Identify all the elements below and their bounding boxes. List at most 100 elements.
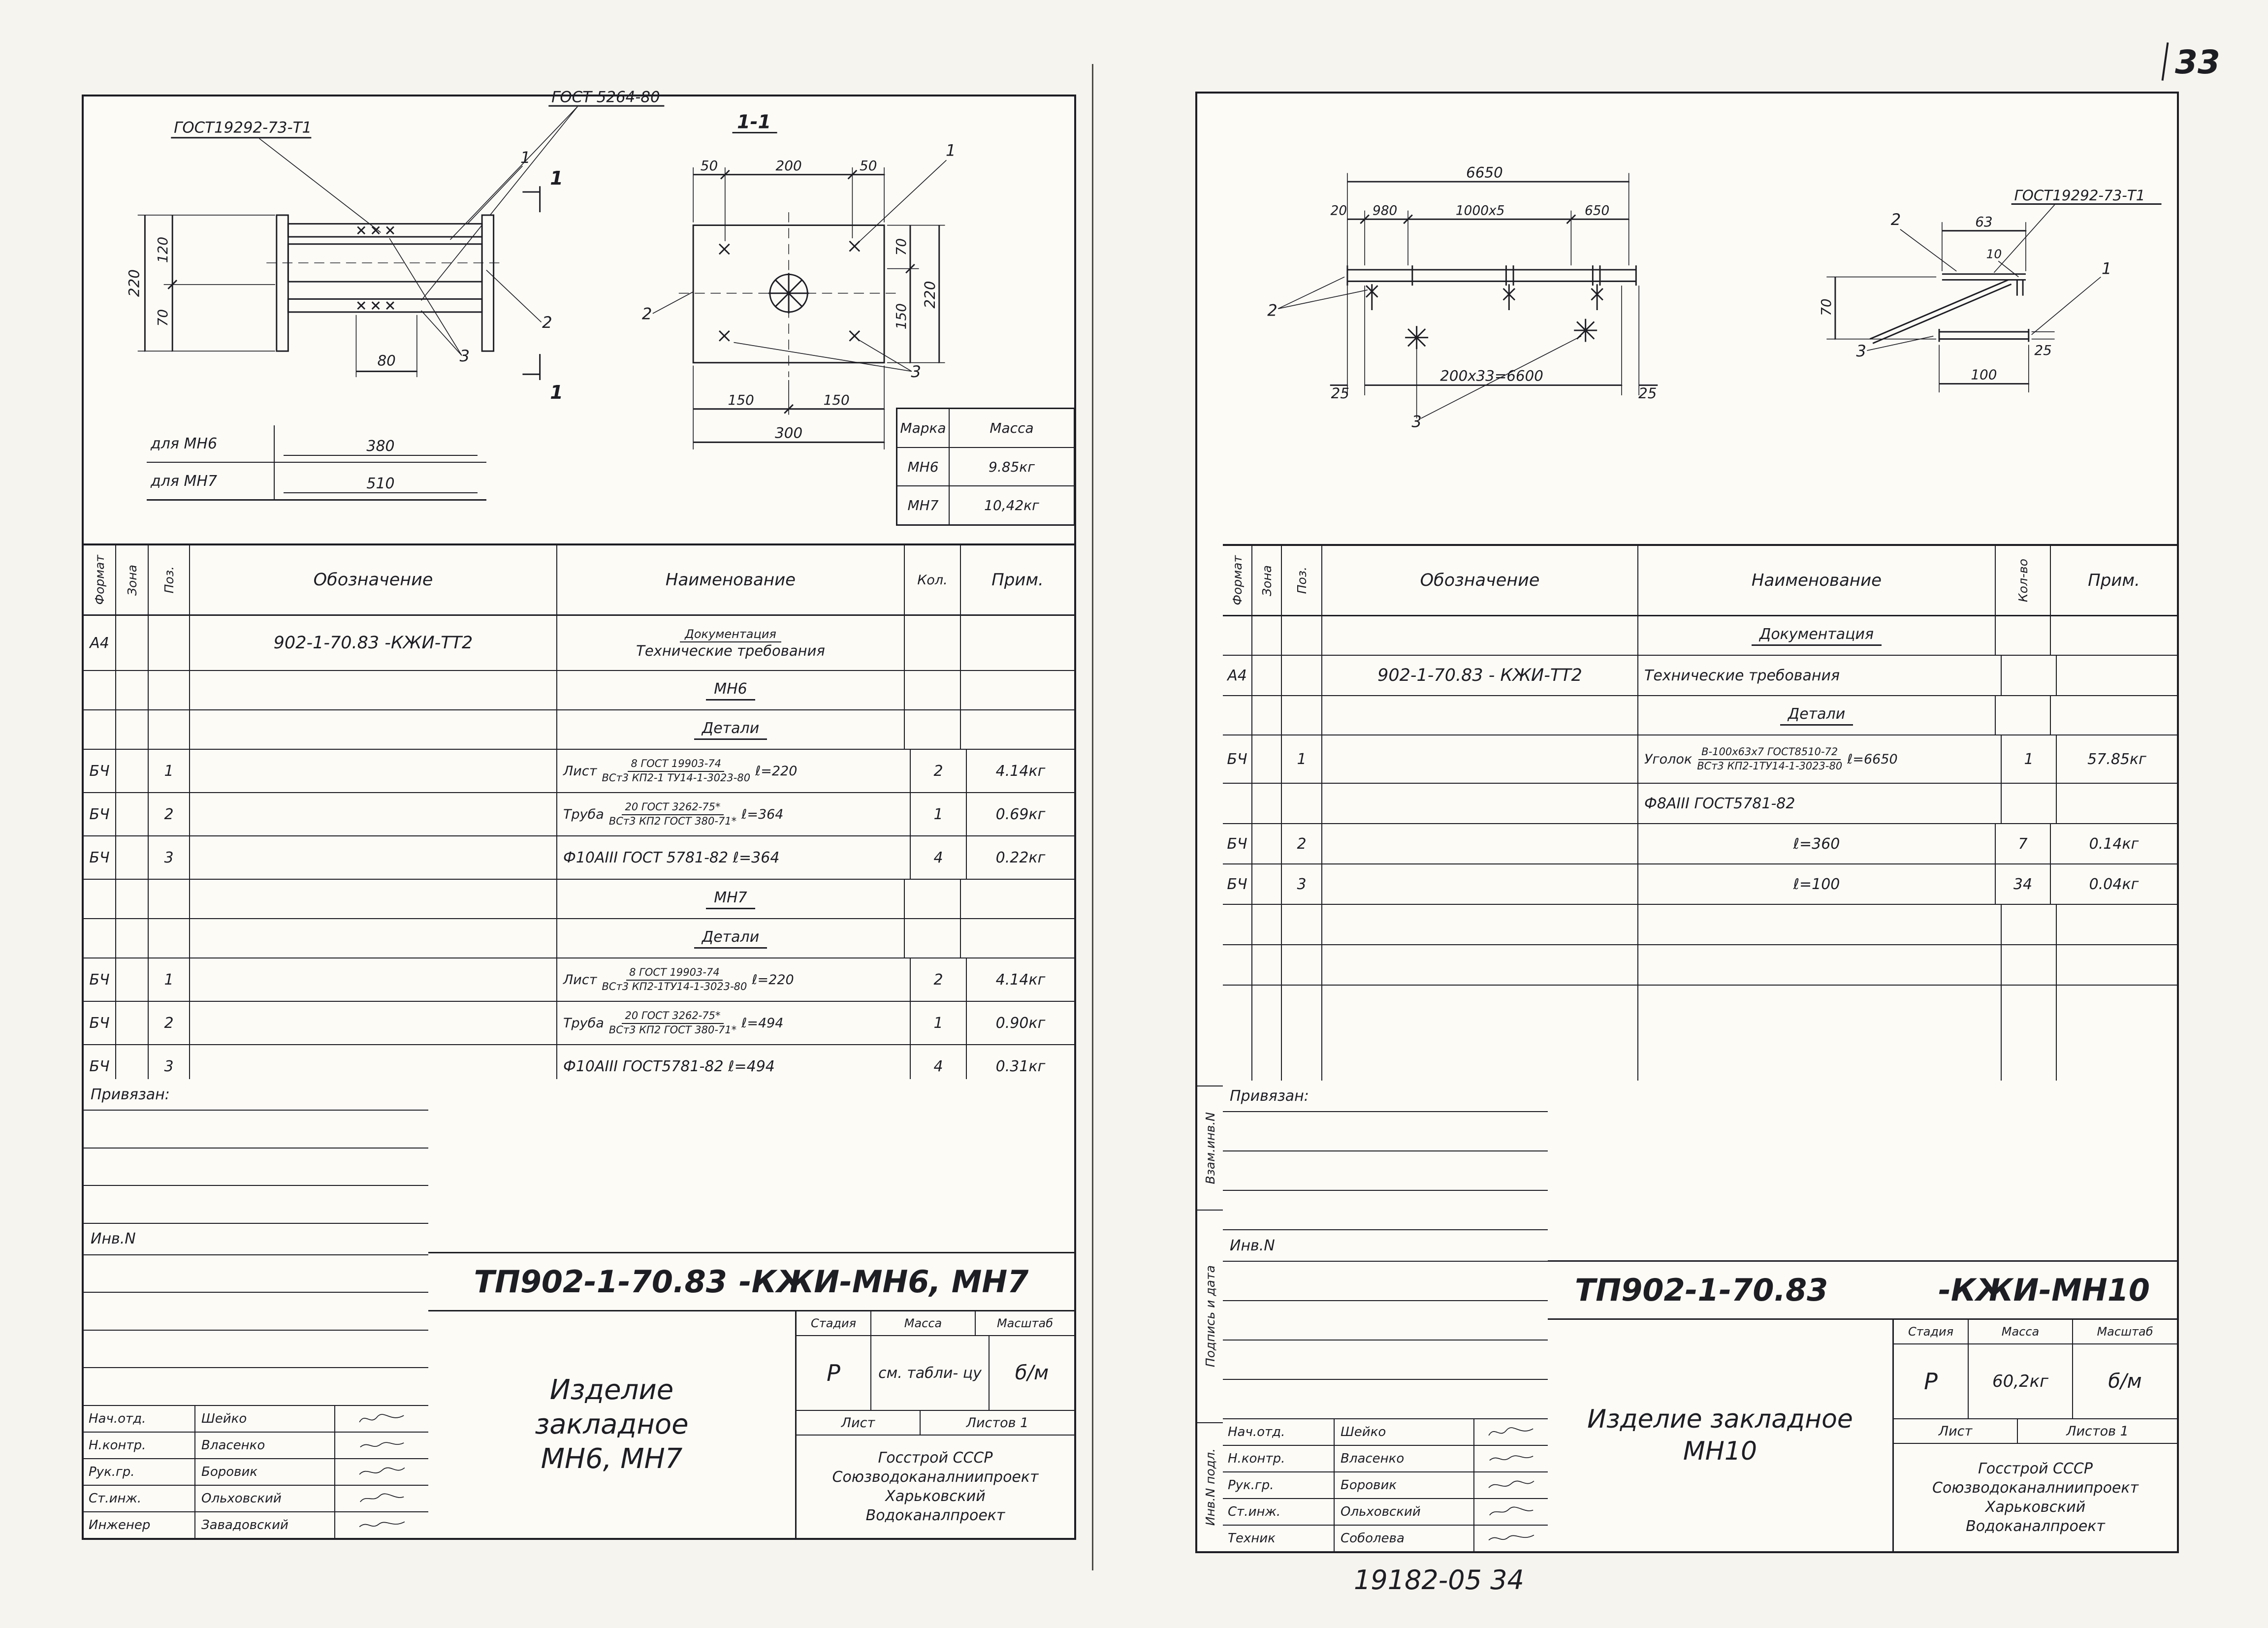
col-format: Формат: [92, 555, 107, 605]
spec-table-left: Формат Зона Поз. Обозначение Наименовани…: [84, 543, 1074, 1088]
page-number: 33: [2175, 43, 2220, 81]
sheet-right-mn10: 6650 20 980 1000x5 650 25 200x33=6600 25…: [1195, 92, 2179, 1553]
cut-mark-bottom: 1: [550, 382, 563, 404]
callout-detail-2: 2: [1891, 210, 1901, 229]
signature-row: Нач.отд. Шейко: [84, 1406, 428, 1433]
dim-sec-top3: 50: [860, 158, 877, 174]
col-zone: Зона: [1259, 565, 1274, 596]
grid-row: [1223, 1380, 1548, 1419]
grid-row: [1223, 1112, 1548, 1151]
sheet-label: Лист: [1894, 1419, 2018, 1443]
side-strip: Взам.инв.N Подпись и дата Инв.N подл.: [1197, 544, 1224, 1551]
col-pos: Поз.: [161, 566, 176, 594]
grid-row: [1223, 1301, 1548, 1341]
callout-sec-1: 1: [946, 141, 956, 160]
signature-mark: [359, 1442, 404, 1448]
col-zone: Зона: [125, 564, 139, 596]
cut-mark-top: 1: [550, 168, 563, 190]
dim-front-total: 220: [126, 269, 143, 297]
signature-mark: [358, 1467, 405, 1475]
dim-sec-r1: 70: [893, 238, 909, 256]
length-value: 380: [366, 438, 395, 455]
stage-mass-scale-header: Стадия Масса Масштаб: [1894, 1320, 2177, 1344]
length-row: для МН7 510: [147, 463, 486, 499]
inv-number-label: Инв.N: [1223, 1230, 1548, 1262]
spec-row-group: Детали: [1223, 696, 2177, 735]
sheet-label: Лист: [797, 1411, 921, 1435]
signature-row: Н.контр. Власенко: [1223, 1446, 1548, 1472]
mass-label: Масса: [1969, 1320, 2073, 1343]
spec-row-item: Ф8АIII ГОСТ5781-82: [1223, 784, 2177, 824]
grid-row: [84, 1331, 428, 1369]
callout-detail-3: 3: [1856, 342, 1866, 360]
signature-mark: [1488, 1427, 1533, 1436]
grid-row: [84, 1149, 428, 1186]
mass-value: 60,2кг: [1969, 1344, 2073, 1418]
dim-b-mid: 200x33=6600: [1440, 368, 1543, 384]
col-note: Прим.: [2088, 571, 2140, 590]
length-row: для МН6 380: [147, 425, 486, 463]
length-label: для МН6: [147, 425, 275, 462]
sheet-row: Лист Листов 1: [1894, 1419, 2177, 1444]
product-name: Изделие закладное МН10: [1548, 1320, 1894, 1551]
callout-bar-3: 3: [1411, 412, 1422, 431]
signature-row: Ст.инж. Ольховский: [84, 1486, 428, 1513]
signature-row: Нач.отд. Шейко: [1223, 1419, 1548, 1446]
gost-plate-label: ГОСТ19292-73-Т1: [174, 119, 312, 136]
inv-number-label: Инв.N: [84, 1224, 428, 1255]
signature-mark: [1489, 1455, 1533, 1461]
length-label: для МН7: [147, 463, 275, 499]
inventory-block-right: Привязан: Инв.N Нач.отд. Шейко Н.контр. …: [1223, 1081, 1549, 1551]
dimension-line: [284, 455, 478, 456]
grid-row: [84, 1111, 428, 1149]
signature-row: Рук.гр. Боровик: [84, 1459, 428, 1486]
col-qty: Кол-во: [2015, 558, 2030, 603]
signature-mark: [1488, 1480, 1534, 1488]
page-number-mark: [2161, 42, 2169, 81]
signature-row: Рук.гр. Боровик: [1223, 1472, 1548, 1499]
grid-row: [1223, 1191, 1548, 1230]
side-label-vzam: Взам.инв.N: [1203, 1112, 1217, 1184]
callout-2: 2: [542, 313, 552, 332]
stage-mass-scale-values: Р 60,2кг б/м: [1894, 1344, 2177, 1419]
spec-header-row: Формат Зона Поз. Обозначение Наименовани…: [1223, 546, 2177, 616]
section-title: 1-1: [737, 112, 771, 133]
callout-3: 3: [460, 347, 470, 365]
dim-sec-btotal: 300: [775, 425, 802, 442]
stage-mass-scale-header: Стадия Масса Масштаб: [797, 1311, 1074, 1336]
dim-front-w: 80: [377, 352, 395, 369]
dim-front-mid: 120: [155, 237, 171, 263]
dim-sec-b2: 150: [823, 392, 849, 408]
dim-sec-r2: 150: [893, 303, 909, 329]
col-name: Наименование: [557, 545, 905, 614]
title-block-left: ТП902-1-70.83 -КЖИ-МН6, МН7 Изделие закл…: [428, 1079, 1074, 1538]
left-drawing-views: ГОСТ19292-73-Т1 ГОСТ 5264-80 220 120 70 …: [126, 89, 956, 450]
signature-mark: [1488, 1534, 1534, 1541]
product-name: Изделие закладное МН6, МН7: [428, 1311, 797, 1538]
mass-table: Марка Масса МН6 9.85кг МН7 10,42кг: [896, 408, 1075, 526]
dim-front-low: 70: [155, 309, 171, 327]
grid-row: [84, 1293, 428, 1331]
dim-sec-b1: 150: [728, 392, 754, 408]
spec-row-empty: [1223, 905, 2177, 945]
mass-value: см. табли- цу: [871, 1336, 990, 1410]
gost-weld-label: ГОСТ 5264-80: [551, 89, 660, 106]
dim-b-left: 25: [1331, 385, 1349, 402]
dim-sec-top2: 200: [775, 158, 801, 174]
stage-label: Стадия: [1894, 1320, 1969, 1343]
col-name: Наименование: [1638, 546, 1996, 615]
spec-row-group: Детали: [84, 919, 1074, 958]
spec-row-group: Детали: [84, 710, 1074, 750]
mass-table-header: Марка Масса: [897, 409, 1074, 448]
mass-col-massa: Масса: [990, 419, 1034, 436]
document-number: ТП902-1-70.83 -КЖИ-МН10: [1548, 1262, 2177, 1320]
scale-label: Масштаб: [2097, 1325, 2153, 1339]
col-designation: Обозначение: [1322, 546, 1638, 615]
dim-b-right: 25: [1638, 385, 1657, 402]
callout-sec-3: 3: [911, 362, 921, 381]
